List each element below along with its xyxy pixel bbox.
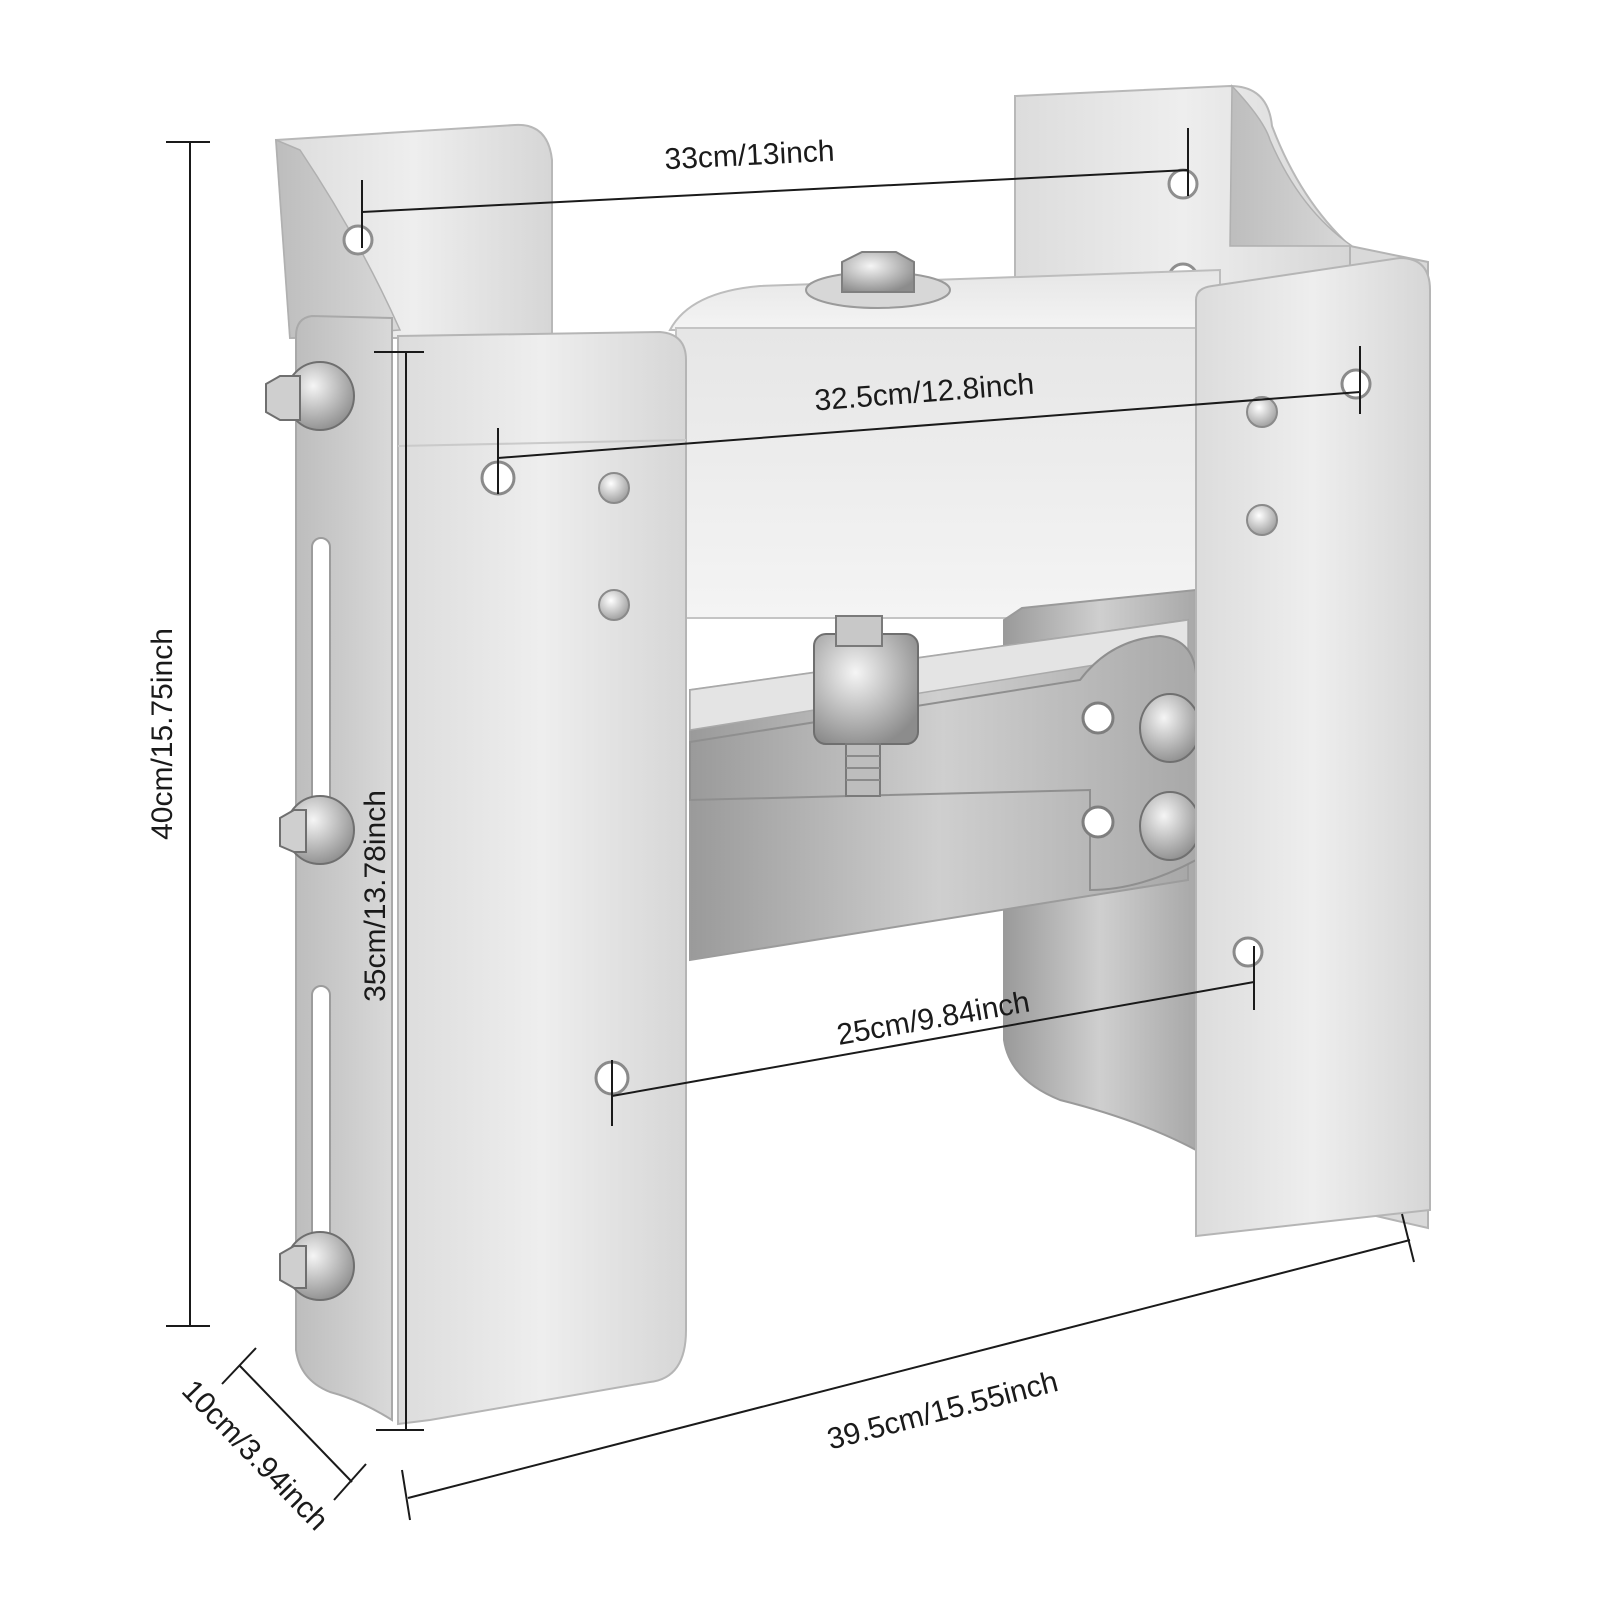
back-right-mounting-plate	[1014, 84, 1355, 301]
dim-line-depth	[239, 1365, 353, 1483]
rivet	[598, 472, 630, 504]
side-bolt	[279, 1231, 355, 1301]
label-top-hole-spacing: 33cm/13inch	[664, 135, 836, 177]
back-left-mounting-plate	[274, 123, 553, 339]
label-plate-height: 35cm/13.78inch	[359, 790, 392, 1002]
transom-hole	[1232, 936, 1264, 968]
top-cross-bar	[668, 268, 1221, 619]
label-overall-height: 40cm/15.75inch	[146, 628, 179, 840]
side-bolt	[279, 795, 355, 865]
front-left-transom-plate	[397, 330, 687, 1426]
rivet	[598, 589, 630, 621]
adjustment-slot	[311, 985, 331, 1247]
mounting-hole	[1167, 168, 1199, 200]
label-overall-width: 39.5cm/15.55inch	[824, 1365, 1062, 1456]
left-side-plate	[265, 314, 393, 1422]
adjuster-collar	[813, 615, 919, 797]
rivet	[1246, 396, 1278, 428]
side-bolt	[265, 361, 355, 431]
label-lower-hole-spacing: 25cm/9.84inch	[834, 985, 1032, 1051]
dim-line-lower-holes	[611, 981, 1255, 1097]
mounting-hole	[342, 224, 374, 256]
dimension-lines	[166, 128, 1415, 1521]
dim-line-top-holes	[361, 169, 1189, 213]
label-depth: 10cm/3.94inch	[175, 1374, 334, 1537]
lift-linkage-arm	[689, 634, 1201, 892]
linkage-hole	[1081, 701, 1115, 735]
adjustment-slot	[311, 537, 331, 819]
pivot-bolt	[805, 251, 951, 309]
rivet	[1246, 504, 1278, 536]
linkage-hole	[1081, 805, 1115, 839]
transom-hole	[1340, 368, 1372, 400]
dim-line-overall-width	[407, 1239, 1411, 1499]
dim-line-front-holes	[497, 391, 1361, 459]
front-right-transom-plate	[1195, 256, 1431, 1238]
